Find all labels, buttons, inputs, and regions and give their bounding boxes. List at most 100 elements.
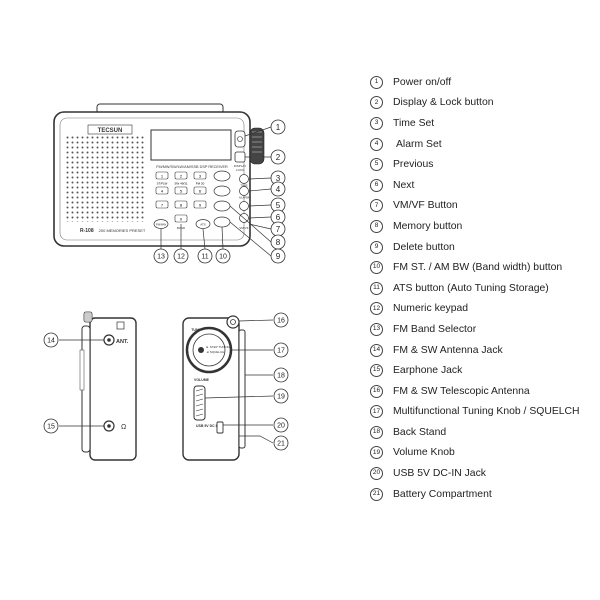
legend-label: FM & SW Antenna Jack (393, 344, 503, 356)
key-6[interactable] (193, 186, 207, 195)
power-button[interactable] (234, 130, 246, 148)
memory-label: 200 MEMORIES PRESET (99, 228, 146, 233)
legend-label: Alarm Set (396, 138, 442, 150)
callout-20: 20 (273, 417, 289, 433)
power-icon (237, 136, 243, 142)
fm-band-label: FM/MW (156, 223, 167, 227)
key-1[interactable] (155, 171, 169, 180)
key-0[interactable] (174, 214, 188, 223)
callout-8: 8 (270, 234, 286, 250)
legend-number: 15 (370, 364, 383, 378)
callout-label: 1 (276, 123, 281, 132)
key-label: 3 (199, 174, 202, 179)
callout-label: 17 (277, 348, 285, 355)
knob-label-step: ► STEP TUNING (206, 345, 231, 349)
callout-16: 16 (273, 312, 289, 328)
legend-item: 10 FM ST. / AM BW (Band width) button (370, 257, 595, 278)
band-strip: FM/MW/SW/LW/AM/SSB DSP RECEIVER (156, 165, 228, 169)
legend-number: 11 (370, 281, 383, 295)
legend-number: 3 (370, 116, 383, 130)
callout-17: 17 (273, 342, 289, 358)
key-2[interactable] (174, 171, 188, 180)
key-4[interactable] (155, 186, 169, 195)
callout-21: 21 (273, 435, 289, 451)
legend-number: 13 (370, 322, 383, 336)
callout-label: 14 (47, 338, 55, 345)
key-label: 8 (180, 203, 183, 208)
key-caption: SW 49/31 (174, 182, 188, 186)
key-8[interactable] (174, 200, 188, 209)
key-caption: FM 30 (196, 182, 205, 186)
callout-4: 4 (270, 181, 286, 197)
numeric-keypad: 1 2 3 4 5 6 7 8 9 0 ST/FLW SW 49/31 FM 3… (155, 171, 207, 223)
alarm-button[interactable] (213, 185, 231, 197)
alarm-set-button[interactable] (239, 186, 249, 196)
key-label: 2 (180, 174, 183, 179)
key-5[interactable] (174, 186, 188, 195)
callout-6: 6 (270, 209, 286, 225)
time-set-button[interactable] (239, 174, 249, 184)
legend-label: Previous (393, 159, 434, 171)
callout-label: 15 (47, 424, 55, 431)
ats-label: ATS (200, 223, 206, 227)
left-leader-lines (59, 339, 104, 427)
key-label: 0 (180, 217, 183, 222)
callout-label: 9 (276, 252, 281, 261)
callout-14: 14 (43, 332, 59, 348)
legend-number: 4 (370, 137, 383, 151)
legend-label: FM ST. / AM BW (Band width) button (393, 262, 563, 274)
lock-label: LOCK (236, 168, 244, 172)
callout-label: 20 (277, 423, 285, 430)
key-caption: ST/FLW (157, 182, 168, 186)
radio-right-side-view: TUNING ► STEP TUNING ◄ SQUELCH VOLUME US… (182, 315, 246, 461)
display-lock-button[interactable] (234, 151, 246, 163)
callout-label: 3 (276, 174, 281, 183)
key-label: 4 (161, 189, 164, 194)
fm-band-button[interactable] (153, 219, 169, 229)
legend-label: Display & Lock button (393, 97, 494, 109)
callout-1: 1 (270, 119, 286, 135)
legend-number: 7 (370, 199, 383, 213)
key-7[interactable] (155, 200, 169, 209)
delete-button[interactable] (213, 216, 231, 228)
key-label: 9 (199, 203, 202, 208)
callout-bubbles: 1 2 3 4 5 6 7 8 9 10 11 12 13 14 15 16 1… (43, 119, 289, 451)
legend-number: 9 (370, 240, 383, 254)
legend-number: 12 (370, 302, 383, 316)
legend-label: Numeric keypad (393, 303, 469, 315)
callout-15: 15 (43, 418, 59, 434)
lcd-display (150, 129, 232, 161)
time-button[interactable] (213, 170, 231, 182)
key-label: 7 (161, 203, 164, 208)
memory-button[interactable] (213, 200, 231, 212)
band-label: BAND (177, 226, 186, 230)
previous-button[interactable] (239, 201, 249, 211)
back-stand (238, 329, 246, 449)
legend-label: Battery Compartment (393, 488, 492, 500)
headphone-icon: Ω (121, 424, 126, 431)
legend-number: 10 (370, 261, 383, 275)
legend-number: 16 (370, 384, 383, 398)
callout-label: 4 (276, 185, 281, 194)
key-9[interactable] (193, 200, 207, 209)
radio-left-side-view: ANT. Ω (79, 311, 137, 461)
usb-jack[interactable] (216, 421, 224, 434)
callout-label: 13 (157, 254, 165, 261)
callout-12: 12 (173, 248, 189, 264)
callout-label: 12 (177, 254, 185, 261)
antenna-jack-label: ANT. (116, 339, 129, 345)
key-3[interactable] (193, 171, 207, 180)
ats-button[interactable] (195, 219, 211, 229)
legend-label: Multifunctional Tuning Knob / SQUELCH (393, 406, 580, 418)
